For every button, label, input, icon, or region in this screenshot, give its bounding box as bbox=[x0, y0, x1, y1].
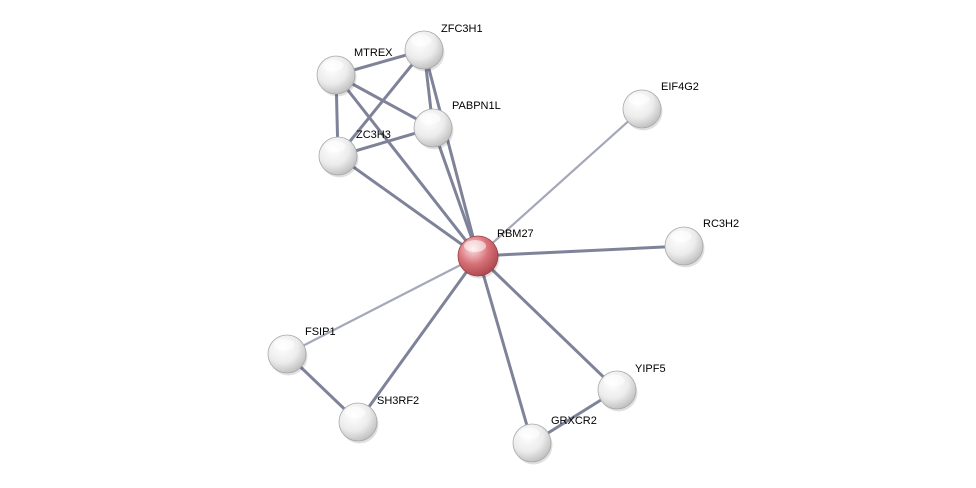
edge-zfc3h1-zc3h3 bbox=[336, 48, 426, 158]
edge-rbm27-fsip1 bbox=[285, 254, 480, 356]
edge-rbm27-yipf5 bbox=[476, 254, 619, 392]
edge-zc3h3-rbm27 bbox=[336, 154, 480, 258]
node-highlight-yipf5 bbox=[603, 374, 625, 387]
node-highlight-zc3h3 bbox=[324, 140, 346, 153]
nodes-layer bbox=[267, 30, 705, 465]
node-label-pabpn1l: PABPN1L bbox=[452, 100, 501, 112]
edge-rbm27-rc3h2 bbox=[476, 244, 686, 258]
node-highlight-zfc3h1 bbox=[410, 34, 432, 47]
node-label-yipf5: YIPF5 bbox=[635, 363, 666, 375]
node-highlight-pabpn1l bbox=[419, 112, 441, 125]
edge-zfc3h1-rbm27 bbox=[422, 48, 480, 258]
node-highlight-fsip1 bbox=[273, 338, 295, 351]
node-label-rc3h2: RC3H2 bbox=[703, 218, 739, 230]
node-label-zc3h3: ZC3H3 bbox=[356, 129, 391, 141]
edge-rbm27-eif4g2 bbox=[476, 107, 644, 258]
node-label-sh3rf2: SH3RF2 bbox=[377, 395, 419, 407]
node-label-zfc3h1: ZFC3H1 bbox=[441, 23, 483, 35]
node-highlight-mtrex bbox=[322, 59, 344, 72]
node-label-rbm27: RBM27 bbox=[497, 228, 534, 240]
node-highlight-rc3h2 bbox=[670, 230, 692, 243]
node-highlight-eif4g2 bbox=[628, 93, 650, 106]
node-label-grxcr2: GRXCR2 bbox=[551, 415, 597, 427]
node-highlight-sh3rf2 bbox=[344, 406, 366, 419]
node-label-eif4g2: EIF4G2 bbox=[661, 81, 699, 93]
edge-pabpn1l-rbm27 bbox=[431, 126, 480, 258]
edge-rbm27-grxcr2 bbox=[476, 254, 534, 445]
node-highlight-rbm27 bbox=[464, 240, 486, 252]
edge-mtrex-rbm27 bbox=[334, 73, 480, 258]
edge-rbm27-sh3rf2 bbox=[356, 254, 480, 424]
node-label-mtrex: MTREX bbox=[354, 47, 393, 59]
node-label-fsip1: FSIP1 bbox=[305, 326, 336, 338]
node-highlight-grxcr2 bbox=[518, 427, 540, 440]
